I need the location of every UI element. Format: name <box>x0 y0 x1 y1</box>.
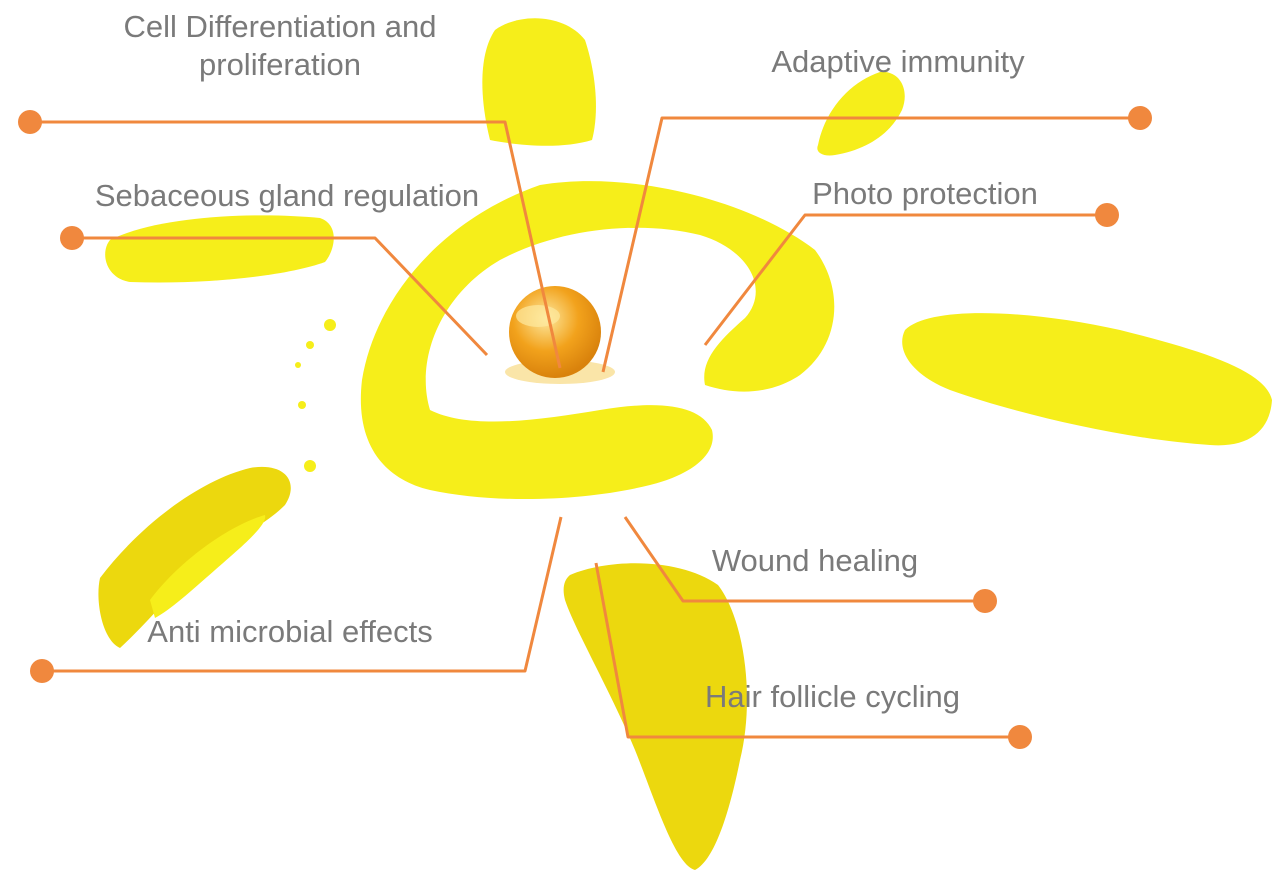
sun-ray-left <box>105 215 334 282</box>
sun-ray-upper-right <box>817 72 904 156</box>
marker-cell-differentiation <box>18 110 42 134</box>
droplet-highlight <box>516 305 560 327</box>
sun-speck-2 <box>306 341 314 349</box>
sun-speck-5 <box>304 460 316 472</box>
label-cell-differentiation: Cell Differentiation and proliferation <box>60 8 500 84</box>
label-adaptive-immunity: Adaptive immunity <box>748 43 1048 81</box>
marker-anti-microbial <box>30 659 54 683</box>
sun-ray-bottom <box>564 563 747 870</box>
sun-speck-1 <box>324 319 336 331</box>
label-cell-line1: Cell Differentiation and <box>60 8 500 46</box>
marker-photo-protection <box>1095 203 1119 227</box>
label-cell-line2: proliferation <box>60 46 500 84</box>
label-sebaceous-gland: Sebaceous gland regulation <box>72 177 502 215</box>
label-wound-healing: Wound healing <box>695 542 935 580</box>
sun-speck-4 <box>298 401 306 409</box>
label-photo-protection: Photo protection <box>790 175 1060 213</box>
sun-brush-strokes <box>98 18 1272 870</box>
sun-ray-right <box>902 313 1272 445</box>
marker-hair-follicle <box>1008 725 1032 749</box>
label-hair-follicle: Hair follicle cycling <box>685 678 980 716</box>
oil-droplet-icon <box>505 286 615 384</box>
sun-speck-3 <box>295 362 301 368</box>
marker-sebaceous-gland <box>60 226 84 250</box>
marker-wound-healing <box>973 589 997 613</box>
droplet-body <box>509 286 601 378</box>
label-anti-microbial: Anti microbial effects <box>120 613 460 651</box>
marker-adaptive-immunity <box>1128 106 1152 130</box>
